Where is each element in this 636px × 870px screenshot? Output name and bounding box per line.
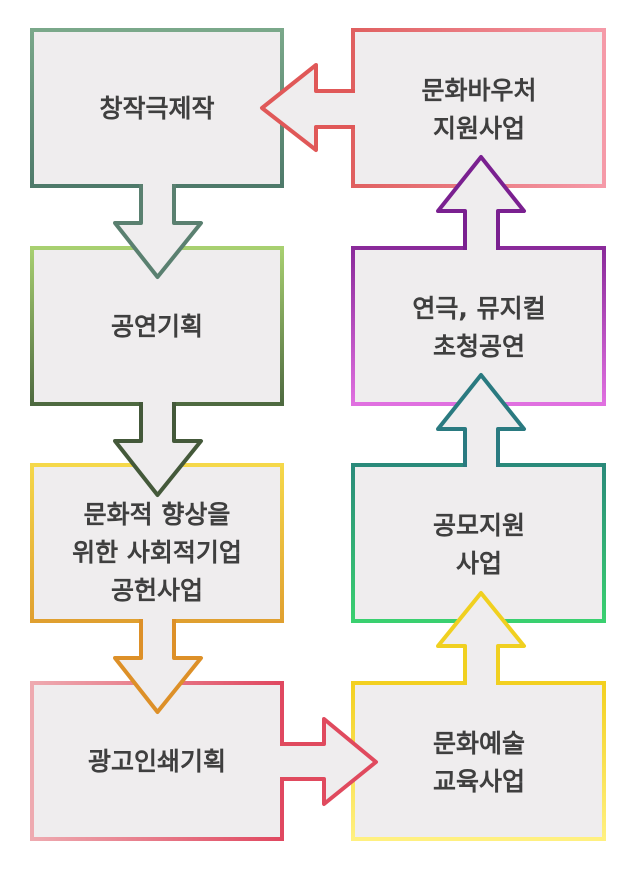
- arrow-up-icon: [436, 155, 526, 250]
- box-label: 문화적 향상을: [84, 500, 231, 529]
- box-label: 문화바우처: [421, 76, 536, 105]
- arrow-right-icon: [280, 717, 378, 806]
- arrow-down-icon: [113, 619, 203, 714]
- box-label: 위한 사회적기업: [72, 538, 242, 567]
- box-label: 사업: [456, 549, 502, 578]
- box-label: 문화예술: [433, 729, 525, 758]
- arrow-left-icon: [260, 63, 355, 152]
- box-label: 교육사업: [433, 767, 525, 796]
- box-label: 공모지원: [433, 511, 525, 540]
- box-contest-support: 공모지원 사업: [351, 463, 606, 623]
- box-label: 연극, 뮤지컬: [412, 294, 545, 323]
- box-culture-art-education: 문화예술 교육사업: [351, 681, 606, 841]
- arrow-up-icon: [436, 591, 526, 685]
- box-label: 지원사업: [433, 114, 525, 143]
- arrow-down-icon: [113, 184, 203, 279]
- box-label: 광고인쇄기획: [88, 747, 226, 776]
- box-label: 초청공연: [433, 332, 525, 361]
- box-label: 공헌사업: [111, 576, 203, 605]
- arrow-up-icon: [436, 373, 526, 467]
- arrow-down-icon: [113, 402, 203, 497]
- box-label: 창작극제작: [99, 94, 214, 123]
- box-creative-play-production: 창작극제작: [30, 28, 284, 188]
- box-label: 공연기획: [111, 312, 203, 341]
